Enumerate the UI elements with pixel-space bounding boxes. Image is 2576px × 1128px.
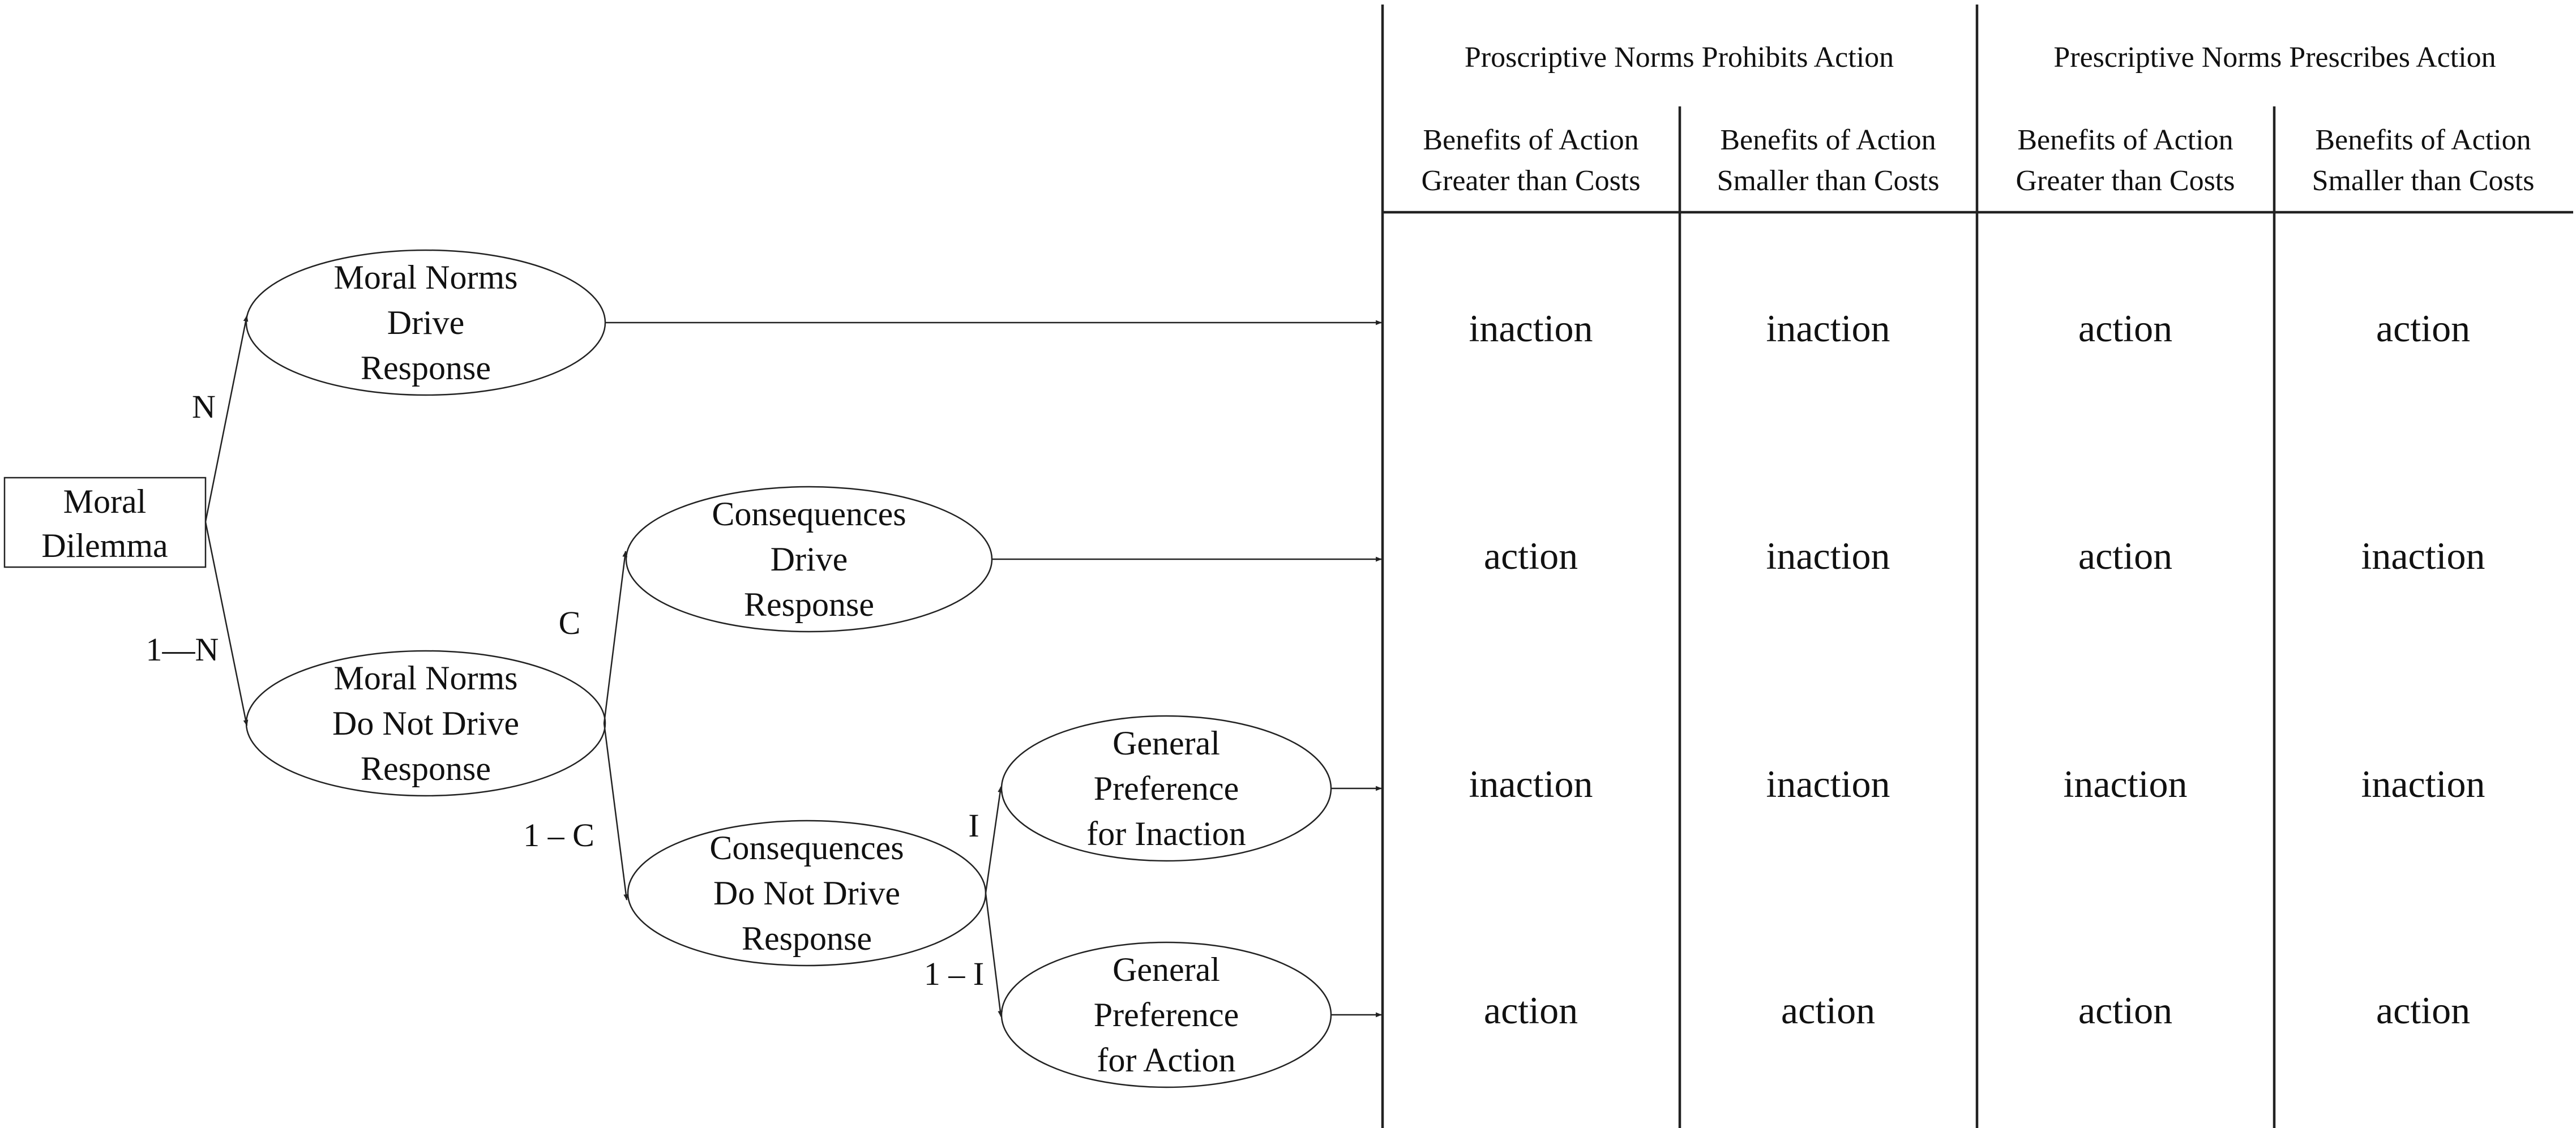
node-line-3: Response — [361, 349, 491, 387]
node-ellipse — [245, 650, 606, 797]
group-header-proscriptive: Proscriptive Norms Prohibits Action — [1465, 41, 1894, 74]
edge-norms-not-drive-to-cons-not-drive — [603, 723, 629, 901]
node-ellipse — [245, 249, 606, 396]
table-cell: action — [2376, 989, 2470, 1032]
node-line-2: Drive — [387, 304, 465, 341]
edge-cons-not-drive-to-pref-inaction — [985, 786, 1003, 894]
root-node-box — [3, 477, 207, 568]
table-row-preference-inaction: inaction inaction inaction inaction — [1469, 762, 2485, 805]
edge-root-to-norms-not-drive — [204, 521, 249, 727]
table-cell: inaction — [1766, 762, 1890, 805]
column-header-line-1: Benefits of Action — [2315, 124, 2531, 156]
node-line-3: Response — [361, 750, 491, 787]
node-line-3: Response — [744, 586, 874, 623]
node-line-3: for Inaction — [1086, 815, 1246, 852]
outcome-table-grid — [1381, 5, 2573, 1128]
node-line-2: Drive — [771, 541, 848, 578]
node-line-2: Do Not Drive — [713, 874, 900, 912]
table-group-headers: Proscriptive Norms Prohibits Action Pres… — [1465, 41, 2496, 74]
column-header-3: Benefits of Action Greater than Costs — [2016, 124, 2235, 197]
node-line-3: Response — [742, 920, 872, 957]
node-line-1: Moral Norms — [334, 659, 518, 697]
table-cell: inaction — [1766, 534, 1890, 577]
column-header-line-2: Smaller than Costs — [1717, 165, 1940, 197]
edge-label-i: I — [968, 807, 979, 844]
node-consequences-drive-response: Consequences Drive Response — [625, 486, 993, 633]
group-header-prescriptive: Prescriptive Norms Prescribes Action — [2053, 41, 2496, 74]
node-consequences-do-not-drive-response: Consequences Do Not Drive Response — [627, 820, 987, 967]
edge-cons-not-drive-to-pref-action — [985, 893, 1003, 1018]
node-ellipse — [1000, 715, 1332, 862]
table-row-preference-action: action action action action — [1484, 989, 2470, 1032]
table-cell: action — [2376, 307, 2470, 350]
column-header-line-2: Greater than Costs — [2016, 165, 2235, 197]
node-ellipse — [627, 820, 987, 967]
table-row-norms-drive: inaction inaction action action — [1469, 307, 2470, 350]
column-header-line-2: Smaller than Costs — [2312, 165, 2535, 197]
node-line-1: Moral Norms — [334, 259, 518, 296]
table-cell: action — [1484, 989, 1578, 1032]
column-header-line-1: Benefits of Action — [1720, 124, 1936, 156]
node-moral-norms-drive-response: Moral Norms Drive Response — [245, 249, 606, 396]
node-line-1: General — [1112, 724, 1220, 762]
node-line-3: for Action — [1097, 1041, 1236, 1079]
node-general-preference-for-inaction: General Preference for Inaction — [1000, 715, 1332, 862]
column-header-line-2: Greater than Costs — [1421, 165, 1640, 197]
edge-label-one-minus-i: 1 – I — [924, 955, 984, 992]
table-column-headers: Benefits of Action Greater than Costs Be… — [1421, 124, 2534, 197]
node-line-2: Preference — [1094, 996, 1239, 1033]
table-cell: action — [2078, 307, 2172, 350]
node-ellipse — [625, 486, 993, 633]
table-cell: action — [2078, 534, 2172, 577]
root-node-moral-dilemma: Moral Dilemma — [3, 477, 207, 568]
node-line-1: Consequences — [709, 829, 904, 867]
column-header-4: Benefits of Action Smaller than Costs — [2312, 124, 2535, 197]
table-cell: action — [2078, 989, 2172, 1032]
edge-label-c: C — [559, 604, 581, 641]
node-ellipse — [1000, 941, 1332, 1088]
table-cell: inaction — [1469, 762, 1593, 805]
table-cell: inaction — [1469, 307, 1593, 350]
column-header-line-1: Benefits of Action — [1423, 124, 1638, 156]
edge-label-one-minus-n: 1—N — [146, 631, 219, 668]
table-cell: inaction — [2361, 534, 2485, 577]
root-node-line-2: Dilemma — [41, 527, 168, 564]
table-cell: action — [1781, 989, 1875, 1032]
node-moral-norms-do-not-drive-response: Moral Norms Do Not Drive Response — [245, 650, 606, 797]
table-cell: inaction — [2063, 762, 2187, 805]
edge-labels: N 1—N C 1 – C I 1 – I — [146, 388, 985, 992]
edge-norms-not-drive-to-cons-drive — [603, 550, 628, 724]
edge-root-to-norms-drive — [204, 315, 249, 522]
column-header-2: Benefits of Action Smaller than Costs — [1717, 124, 1940, 197]
table-cell: action — [1484, 534, 1578, 577]
edge-label-n: N — [192, 388, 216, 425]
tree-edges — [204, 315, 1383, 1018]
table-row-consequences-drive: action inaction action inaction — [1484, 534, 2485, 577]
table-cell: inaction — [1766, 307, 1890, 350]
column-header-1: Benefits of Action Greater than Costs — [1421, 124, 1640, 197]
column-header-line-1: Benefits of Action — [2017, 124, 2233, 156]
node-line-1: Consequences — [712, 495, 906, 533]
edge-label-one-minus-c: 1 – C — [523, 817, 594, 853]
root-node-line-1: Moral — [63, 483, 147, 520]
node-line-1: General — [1112, 951, 1220, 988]
node-line-2: Preference — [1094, 770, 1239, 807]
table-cell: inaction — [2361, 762, 2485, 805]
node-general-preference-for-action: General Preference for Action — [1000, 941, 1332, 1088]
node-line-2: Do Not Drive — [332, 705, 519, 742]
